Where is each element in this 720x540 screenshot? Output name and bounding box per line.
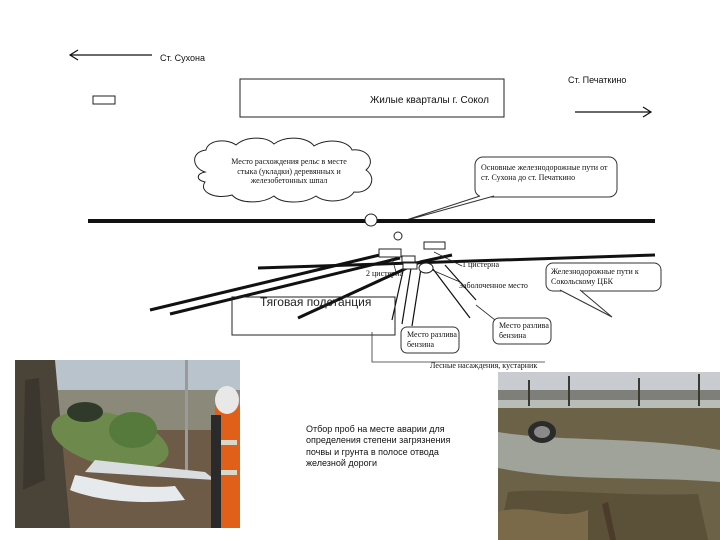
substation-label: Тяговая подстанция — [260, 295, 372, 309]
rail-break-marker — [364, 213, 378, 227]
small-building — [92, 95, 116, 105]
tank-2-label: 2 цистерна — [366, 269, 403, 278]
tank-3 — [401, 255, 416, 263]
main-tracks-callout-pointer — [399, 195, 495, 223]
residential-label: Жилые кварталы г. Сокол — [370, 95, 489, 106]
branch-callout-text: Железнодорожные пути к Сокольскому ЦБК — [551, 267, 639, 286]
swamp-leader — [431, 269, 461, 283]
branch-callout-box — [545, 262, 662, 292]
siding-tracks — [391, 261, 477, 327]
main-tracks-callout-box — [474, 156, 618, 198]
station-sukhona-label: Ст. Сухона — [160, 53, 206, 63]
tank-2-leader — [391, 257, 397, 273]
forest-label: Лесные насаждения, кустарник — [430, 361, 538, 370]
photo-derailed-tanks — [15, 360, 240, 528]
arrow-to-pechatkino — [575, 106, 653, 118]
spill-blot-small — [418, 262, 434, 274]
spill-1-text: Место разлива бензина — [407, 330, 457, 349]
spill-2-callout-box — [492, 317, 552, 345]
tank-2 — [378, 248, 402, 258]
photo-spill-site-art — [498, 372, 720, 540]
forest-outline — [371, 332, 545, 363]
arrow-to-sukhona — [68, 49, 152, 61]
main-tracks-callout-text: Основные железнодорожные пути от ст. Сух… — [481, 163, 608, 182]
station-pechatkino-label: Ст. Печаткино — [568, 75, 627, 85]
spill-1-callout-box — [400, 326, 460, 354]
branch-callout-pointer — [559, 289, 613, 318]
swamp-label: Заболоченное место — [459, 281, 528, 290]
tank-1-leader — [433, 251, 463, 267]
substation-box — [231, 296, 396, 336]
residential-block — [239, 78, 505, 118]
spill-2-text: Место разлива бензина — [499, 321, 549, 340]
photo-spill-site — [498, 372, 720, 540]
sampling-note-text: Отбор проб на месте аварии для определен… — [306, 424, 478, 469]
cloud-callout-shape — [194, 137, 373, 203]
tank-4 — [402, 262, 418, 270]
branch-tracks — [149, 250, 656, 320]
rail-joint-marker — [393, 231, 403, 241]
photo-derailed-tanks-art — [15, 360, 240, 528]
spill-2-leader — [475, 304, 496, 321]
tank-1 — [423, 241, 446, 250]
tank-1-label: 1 цистерна — [462, 260, 499, 269]
cloud-callout-text: Место расхождения рельс в месте стыка (у… — [231, 157, 347, 186]
